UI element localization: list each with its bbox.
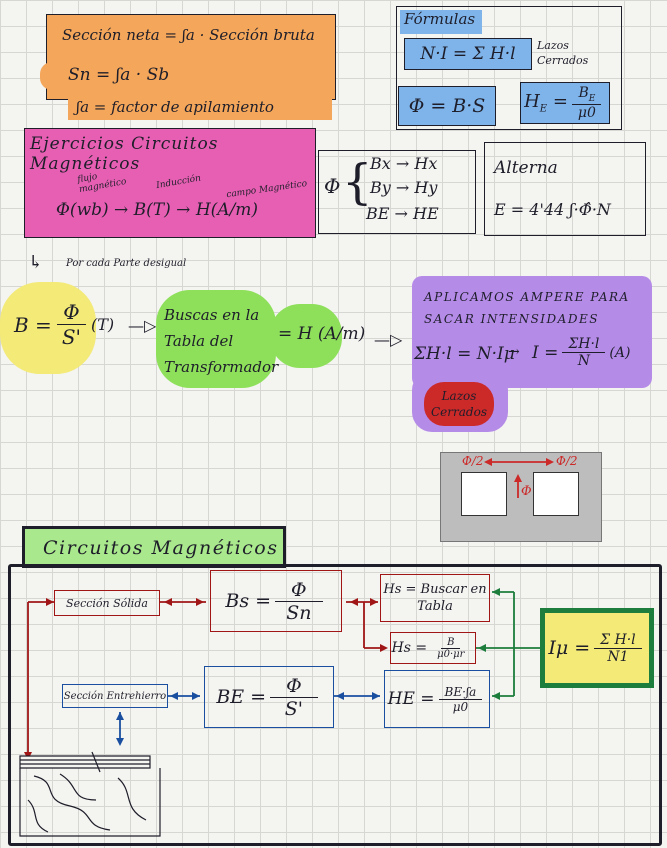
phi-right-label: Φ/2 — [556, 454, 578, 468]
phi-center-label: Φ — [521, 484, 532, 499]
he-formula-box: HE = BE μ0 — [520, 82, 610, 124]
he-fraction: BE μ0 — [572, 85, 602, 121]
arrow-b-to-buscar: —▷ — [128, 316, 157, 335]
yellow-blob — [0, 282, 96, 374]
seccion-solida-box: Sección Sólida — [54, 590, 160, 616]
lazos-cerrados-badge: Lazos Cerrados — [424, 382, 494, 426]
ejercicios-title: Ejercicios Circuitos Magnéticos — [30, 134, 219, 174]
alterna-box — [484, 142, 646, 236]
formulas-title: Fórmulas — [400, 10, 482, 34]
hs-buscar-box: Hs = Buscar en Tabla — [380, 574, 490, 622]
purple-blob — [412, 276, 652, 388]
ampere-title: APLICAMOS AMPERE PARA SACAR INTENSIDADES — [424, 290, 630, 326]
branches-box — [318, 150, 476, 234]
alterna-title: Alterna — [494, 158, 558, 178]
seccion-neta-formula: Sección neta = ʃa · Sección bruta — [62, 26, 315, 44]
per-part-note: Por cada Parte desigual — [66, 258, 187, 269]
ejercicios-box — [24, 128, 316, 238]
phi-left-label: Φ/2 — [462, 454, 484, 468]
branch-row-x: Bx → Hx — [370, 154, 438, 173]
brace-icon: { — [342, 154, 373, 210]
circuitos-title: Circuitos Magnéticos — [22, 526, 286, 568]
flux-formula-box: Φ = B·S — [398, 86, 496, 126]
return-arrow-icon: ↳ — [28, 252, 44, 273]
circuitos-frame — [8, 564, 662, 846]
arrow-ampere-to-i: → — [508, 344, 520, 360]
lazos-cerrados-note: Lazos Cerrados — [537, 39, 589, 67]
h-result: = H (A/m) — [278, 324, 366, 344]
ampere-equation: ΣH·l = N·Iμ — [414, 344, 515, 364]
branch-row-e: BE → HE — [366, 204, 439, 223]
seccion-neta-short: Sn = ʃa · Sb — [40, 62, 180, 90]
formulas-box — [396, 6, 622, 130]
ampere-formula-box: N·I = Σ H·l — [404, 38, 532, 70]
buscar-tabla-text: Buscas en la Tabla del Transformador — [164, 306, 279, 376]
arrow-h-to-ampere: —▷ — [374, 330, 403, 349]
alterna-formula: E = 4'44 ʃ·Φ̂·N — [494, 200, 611, 219]
branches-phi: Φ — [324, 174, 341, 198]
factor-apilamiento-note: ʃa = factor de apilamiento — [68, 96, 332, 120]
core-window-right — [533, 472, 579, 516]
he-lhs: HE = — [524, 91, 568, 115]
green-blob-tail — [270, 304, 342, 368]
ejercicios-chain: Φ(wb) → B(T) → H(A/m) — [56, 200, 259, 220]
seccion-entrehierro-box: Sección Entrehierro — [62, 684, 168, 708]
green-blob — [156, 290, 276, 388]
branch-row-y: By → Hy — [370, 178, 438, 197]
core-window-left — [461, 472, 507, 516]
